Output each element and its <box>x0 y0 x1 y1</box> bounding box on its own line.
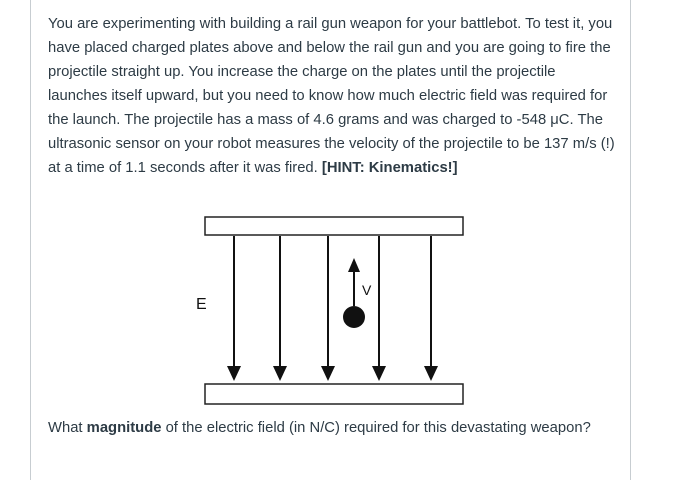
question-prompt: What magnitude of the electric field (in… <box>48 416 618 440</box>
field-arrow-head <box>372 366 386 381</box>
question-prefix: What <box>48 420 87 436</box>
problem-body: You are experimenting with building a ra… <box>48 16 615 176</box>
question-emphasis: magnitude <box>86 420 162 436</box>
field-arrow-head <box>321 366 335 381</box>
field-arrow-head <box>273 366 287 381</box>
field-arrow-head <box>227 366 241 381</box>
top-plate <box>204 216 464 236</box>
velocity-arrow-head <box>348 258 360 272</box>
field-lines <box>227 236 438 381</box>
problem-statement: You are experimenting with building a ra… <box>48 12 618 180</box>
field-arrow-head <box>424 366 438 381</box>
projectile <box>343 306 365 328</box>
question-suffix: of the electric field (in N/C) required … <box>161 420 591 436</box>
field-label: E <box>196 296 207 313</box>
hint-text: [HINT: Kinematics!] <box>321 160 458 176</box>
question-card: You are experimenting with building a ra… <box>30 0 631 480</box>
bottom-plate <box>204 383 464 405</box>
velocity-label: V <box>362 282 372 298</box>
